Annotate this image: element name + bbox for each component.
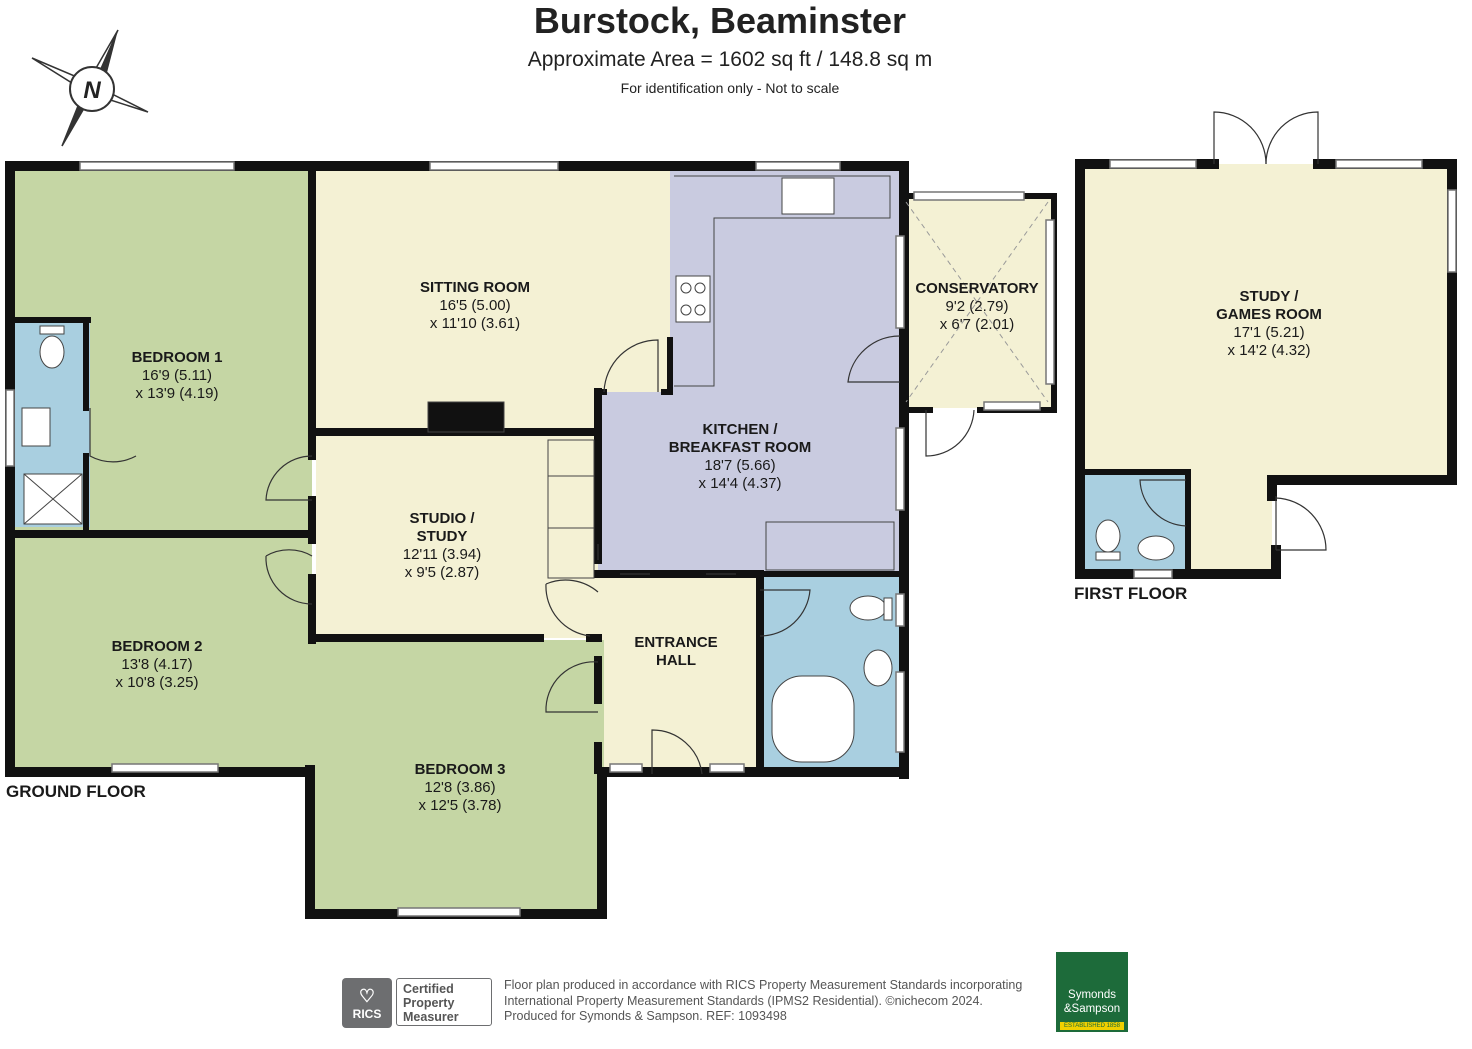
ground-floor-rooms — [14, 170, 1052, 912]
room-dimension: 9'2 (2.79) — [945, 298, 1009, 315]
room-name: BEDROOM 2 — [111, 638, 203, 655]
kitchen-area — [598, 170, 900, 572]
room-name: CONSERVATORY — [915, 280, 1039, 297]
wardrobe — [547, 439, 595, 579]
agent-name: Symonds — [1068, 989, 1116, 1001]
room-dimension: x 12'5 (3.78) — [418, 797, 502, 814]
room-dimension: x 13'9 (4.19) — [135, 385, 219, 402]
room-dimension: x 14'4 (4.37) — [698, 475, 782, 492]
entrance-hall-area — [598, 572, 760, 770]
first-floor-fixtures — [1095, 519, 1175, 561]
footer-line: Produced for Symonds & Sampson. REF: 109… — [504, 1009, 787, 1023]
rics-logo: ♡ RICS Certified Property Measurer — [342, 978, 494, 1028]
first-floor-doors — [1139, 111, 1327, 551]
room-dimension: x 14'2 (4.32) — [1227, 342, 1311, 359]
room-dimension: x 10'8 (3.25) — [115, 674, 199, 691]
room-label-sitting-room: SITTING ROOM 16'5 (5.00) x 11'10 (3.61) — [395, 279, 555, 333]
footer-disclaimer: Floor plan produced in accordance with R… — [504, 978, 1022, 1025]
ground-floor-label: GROUND FLOOR — [6, 782, 146, 801]
windows — [5, 161, 1055, 917]
ensuite-basin — [21, 407, 51, 447]
room-name: STUDY — [416, 528, 468, 545]
room-dimension: 17'1 (5.21) — [1233, 324, 1305, 341]
kitchen-worktop — [674, 175, 891, 387]
kitchen-hob — [675, 275, 711, 323]
room-name: KITCHEN / — [702, 421, 778, 438]
bathroom-toilet — [849, 595, 887, 621]
room-dimension: 12'8 (3.86) — [424, 779, 496, 796]
room-name: BEDROOM 1 — [131, 349, 223, 366]
room-dimension: 16'5 (5.00) — [439, 297, 511, 314]
room-dimension: 12'11 (3.94) — [402, 546, 482, 563]
agent-name: &Sampson — [1063, 1003, 1121, 1015]
room-label-entrance-hall: ENTRANCE HALL — [616, 634, 736, 670]
first-floor-label: FIRST FLOOR — [1074, 584, 1188, 603]
room-label-bedroom-3: BEDROOM 3 12'8 (3.86) x 12'5 (3.78) — [395, 761, 525, 815]
area-subtitle: Approximate Area = 1602 sq ft / 148.8 sq… — [527, 48, 933, 71]
fixtures — [21, 175, 895, 763]
fireplace — [427, 401, 505, 433]
page-title: Burstock, Beaminster — [533, 0, 907, 41]
first-floor-rooms — [1080, 164, 1452, 572]
room-label-studio: STUDIO / STUDY 12'11 (3.94) x 9'5 (2.87) — [372, 510, 512, 582]
kitchen-units — [765, 521, 895, 571]
bath — [771, 675, 855, 763]
room-name: SITTING ROOM — [420, 279, 530, 296]
room-label-bedroom-2: BEDROOM 2 13'8 (4.17) x 10'8 (3.25) — [92, 638, 222, 692]
room-name: HALL — [656, 652, 696, 669]
compass-icon: N — [31, 29, 149, 147]
first-floor-windows — [1109, 159, 1457, 579]
scale-note: For identification only - Not to scale — [620, 80, 840, 96]
room-name: BREAKFAST ROOM — [668, 439, 812, 456]
room-label-conservatory: CONSERVATORY 9'2 (2.79) x 6'7 (2.01) — [904, 280, 1050, 334]
room-label-kitchen: KITCHEN / BREAKFAST ROOM 18'7 (5.66) x 1… — [640, 421, 840, 493]
room-dimension: 16'9 (5.11) — [141, 367, 213, 384]
sitting-room-area — [316, 170, 670, 432]
footer-line: International Property Measurement Stand… — [504, 993, 983, 1008]
room-name: ENTRANCE — [634, 634, 718, 651]
ensuite-toilet — [39, 335, 65, 369]
rics-icon: ♡ RICS — [342, 978, 392, 1028]
compass-label: N — [83, 77, 101, 104]
bedroom-2-area — [14, 536, 312, 768]
room-label-games-room: STUDY / GAMES ROOM 17'1 (5.21) x 14'2 (4… — [1196, 288, 1342, 360]
badge-line: Measurer — [403, 1010, 459, 1024]
room-dimension: x 11'10 (3.61) — [429, 315, 521, 332]
room-dimension: 18'7 (5.66) — [704, 457, 776, 474]
agent-logo: Symonds &Sampson ESTABLISHED 1858 — [1056, 952, 1128, 1032]
room-name: STUDY / — [1239, 288, 1299, 305]
conservatory-roof — [905, 201, 1049, 403]
certified-measurer-badge: Certified Property Measurer — [396, 978, 492, 1026]
room-dimension: 13'8 (4.17) — [121, 656, 193, 673]
badge-line: Property — [403, 996, 455, 1010]
room-dimension: x 6'7 (2.01) — [939, 316, 1015, 333]
room-name: GAMES ROOM — [1216, 306, 1322, 323]
agent-established: ESTABLISHED 1858 — [1060, 1022, 1124, 1030]
studio-area — [316, 432, 598, 638]
room-name: STUDIO / — [409, 510, 475, 527]
room-dimension: x 9'5 (2.87) — [404, 564, 480, 581]
room-label-bedroom-1: BEDROOM 1 16'9 (5.11) x 13'9 (4.19) — [112, 349, 242, 403]
door-swings — [89, 335, 975, 775]
bathroom-basin — [863, 649, 893, 687]
kitchen-sink — [781, 177, 835, 215]
bedroom-3-area — [312, 640, 604, 912]
badge-line: Certified — [403, 982, 454, 996]
rics-mark: RICS — [352, 1007, 382, 1021]
footer-line: Floor plan produced in accordance with R… — [504, 978, 1023, 992]
room-name: BEDROOM 3 — [414, 761, 506, 778]
